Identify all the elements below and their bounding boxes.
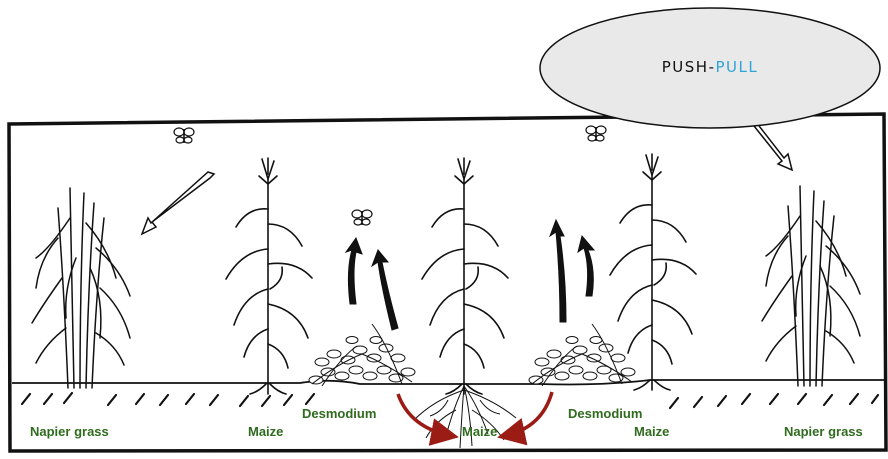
napier-grass-right: [762, 186, 860, 386]
label-maize-center: Maize: [462, 424, 497, 439]
napier-grass-left: [32, 188, 130, 388]
desmodium-patch-right: [529, 324, 635, 386]
maize-plant-center: [422, 158, 508, 394]
moth-icon: [174, 128, 194, 143]
root-arrow-left: [398, 394, 452, 436]
label-maize-left: Maize: [248, 424, 283, 439]
label-desmodium-left: Desmodium: [302, 406, 376, 421]
ground-line: [12, 380, 884, 385]
label-napier-grass-left: Napier grass: [30, 424, 109, 439]
label-maize-right: Maize: [634, 424, 669, 439]
callout: PUSH-PULL: [538, 6, 882, 130]
desmodium-patch-left: [309, 324, 415, 386]
push-text: PUSH-: [662, 58, 716, 76]
moth-icon: [352, 210, 372, 225]
push-arrows: [346, 220, 594, 330]
pull-text: PULL: [716, 58, 759, 76]
label-desmodium-right: Desmodium: [568, 406, 642, 421]
push-pull-title: PUSH-PULL: [538, 58, 882, 76]
label-napier-grass-right: Napier grass: [784, 424, 863, 439]
maize-plant-left: [226, 158, 312, 394]
pull-arrow-left: [142, 172, 214, 234]
